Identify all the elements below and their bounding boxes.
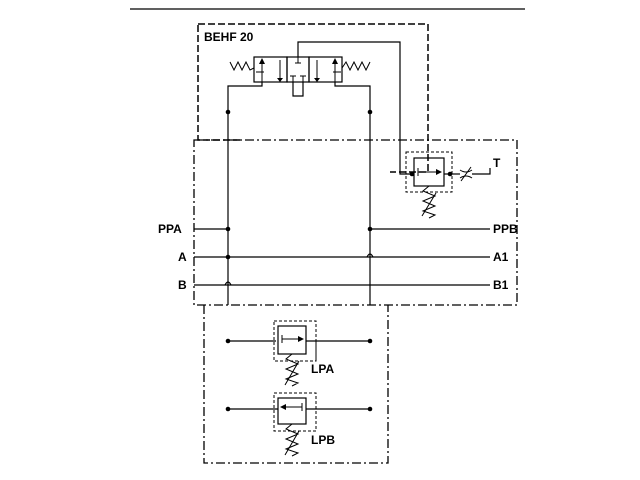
crossover-hop [224, 281, 232, 286]
behf-enclosure [197, 23, 429, 173]
junction-dot [367, 226, 373, 232]
label-behf: BEHF 20 [204, 30, 254, 44]
label-tank: T [493, 156, 501, 170]
label-b: B [178, 278, 187, 292]
junction-dot [225, 109, 231, 115]
label-ppa: PPA [158, 222, 182, 236]
valve-spring-left [229, 60, 255, 72]
label-ppb: PPB [493, 222, 518, 236]
label-a1: A1 [493, 250, 509, 264]
label-a: A [178, 250, 187, 264]
tank-relief-valve [405, 151, 491, 219]
junction-dot [225, 254, 231, 260]
relief-block-boundary [203, 305, 389, 464]
lpb-relief-valve [273, 392, 317, 457]
junction-dot [367, 109, 373, 115]
directional-valve [227, 41, 412, 305]
label-b1: B1 [493, 278, 509, 292]
lpa-relief-valve [273, 320, 317, 387]
label-lpa: LPA [311, 362, 334, 376]
crossover-hop [366, 253, 374, 258]
main-block-boundary [193, 139, 518, 306]
junction-dot [225, 226, 231, 232]
valve-spring-right [341, 60, 371, 72]
junction-dot [409, 171, 415, 177]
label-lpb: LPB [311, 433, 335, 447]
